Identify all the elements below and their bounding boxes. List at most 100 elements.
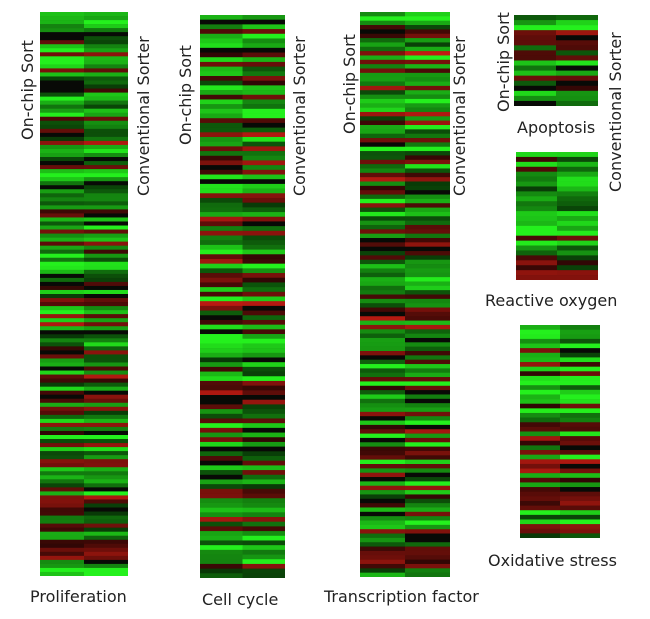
heatmap-cell: [405, 281, 450, 287]
heatmap-cell: [40, 148, 85, 154]
heatmap-cell: [242, 371, 285, 377]
heatmap-cell: [242, 15, 285, 20]
heatmap-cell: [84, 487, 128, 492]
heatmap-cell: [360, 177, 406, 182]
heatmap-cell: [405, 246, 450, 252]
heatmap-cell: [200, 47, 243, 53]
heatmap-cell: [200, 212, 243, 218]
heatmap-cell: [520, 500, 561, 506]
heatmap-cell: [40, 298, 85, 303]
heatmap-cell: [200, 399, 243, 405]
heatmap-cell: [520, 371, 561, 377]
heatmap-cell: [520, 352, 561, 358]
heatmap-cell: [84, 551, 128, 557]
heatmap-cell: [514, 70, 557, 76]
heatmap-cell: [84, 148, 128, 154]
heatmap-cell: [200, 319, 243, 325]
heatmap-cell: [200, 465, 243, 471]
heatmap-cell: [405, 238, 450, 243]
heatmap-cell: [84, 402, 128, 408]
heatmap-cell: [40, 108, 85, 114]
heatmap-cell: [405, 64, 450, 69]
heatmap-cell: [560, 334, 600, 340]
heatmap-cell: [40, 177, 85, 182]
heatmap-cell: [84, 209, 128, 214]
heatmap-cell: [242, 221, 285, 227]
heatmap-cell: [514, 25, 557, 31]
heatmap-cell: [405, 298, 450, 304]
heatmap-cell: [405, 233, 450, 239]
heatmap-cell: [405, 138, 450, 143]
heatmap-cell: [520, 329, 561, 335]
heatmap-cell: [405, 563, 450, 569]
heatmap-cell: [520, 408, 561, 414]
heatmap-cell: [560, 454, 600, 460]
heatmap-apoptosis: [514, 15, 598, 106]
heatmap-cell: [242, 263, 285, 269]
heatmap-cell: [405, 485, 450, 491]
heatmap-cell: [242, 498, 285, 504]
heatmap-cell: [405, 537, 450, 543]
heatmap-cell: [516, 216, 558, 222]
heatmap-cell: [405, 16, 450, 21]
heatmap-cell: [360, 364, 406, 369]
heatmap-cell: [242, 155, 285, 161]
heatmap-cell: [520, 422, 561, 428]
heatmap-cell: [84, 128, 128, 134]
heatmap-cell: [360, 416, 406, 421]
heatmap-cell: [40, 491, 85, 496]
heatmap-cell: [40, 285, 85, 291]
heatmap-cell: [360, 494, 406, 500]
heatmap-cell: [520, 366, 561, 372]
heatmap-cell: [560, 389, 600, 395]
heatmap-cell: [84, 338, 128, 343]
heatmap-cell: [200, 498, 243, 504]
heatmap-cell: [200, 136, 243, 142]
col-label-transcription-onchip: On-chip Sort: [340, 34, 359, 134]
heatmap-cell: [520, 417, 561, 423]
heatmap-cell: [84, 507, 128, 512]
heatmap-cell: [360, 190, 406, 195]
heatmap-cell: [560, 375, 600, 381]
heatmap-cell: [556, 45, 598, 51]
heatmap-cell: [556, 75, 598, 82]
heatmap-cell: [40, 48, 85, 53]
heatmap-cell: [360, 281, 406, 287]
heatmap-cell: [40, 523, 85, 528]
heatmap-cell: [360, 33, 406, 39]
heatmap-cell: [360, 324, 406, 330]
heatmap-cell: [200, 493, 243, 499]
heatmap-cell: [557, 230, 598, 236]
heatmap-cell: [360, 385, 406, 391]
heatmap-cell: [360, 46, 406, 52]
heatmap-cell: [360, 264, 406, 269]
heatmap-cell: [84, 136, 128, 142]
heatmap-cell: [84, 269, 128, 275]
heatmap-cell: [40, 503, 85, 508]
heatmap-cell: [200, 484, 243, 490]
heatmap-cell: [200, 71, 243, 77]
heatmap-cell: [242, 66, 285, 72]
heatmap-cell: [405, 38, 450, 43]
heatmap-cell: [560, 343, 600, 349]
heatmap-cell: [360, 503, 406, 508]
heatmap-cell: [560, 408, 600, 414]
heatmap-cell: [556, 65, 598, 71]
heatmap-cell: [200, 385, 243, 391]
heatmap-cell: [242, 568, 285, 574]
heatmap-cell: [242, 470, 285, 476]
heatmap-cell: [405, 368, 450, 374]
heatmap-cell: [360, 559, 406, 565]
heatmap-cell: [405, 398, 450, 404]
heatmap-cell: [84, 289, 128, 295]
heatmap-cell: [242, 108, 285, 114]
heatmap-cell: [40, 161, 85, 166]
heatmap-cell: [560, 399, 600, 405]
heatmap-cell: [200, 230, 243, 236]
heatmap-cell: [514, 75, 557, 82]
heatmap-cell: [40, 136, 85, 142]
heatmap-cell: [200, 427, 243, 433]
heatmap-cell: [360, 146, 406, 152]
heatmap-cell: [40, 366, 85, 371]
heatmap-cell: [40, 531, 85, 537]
